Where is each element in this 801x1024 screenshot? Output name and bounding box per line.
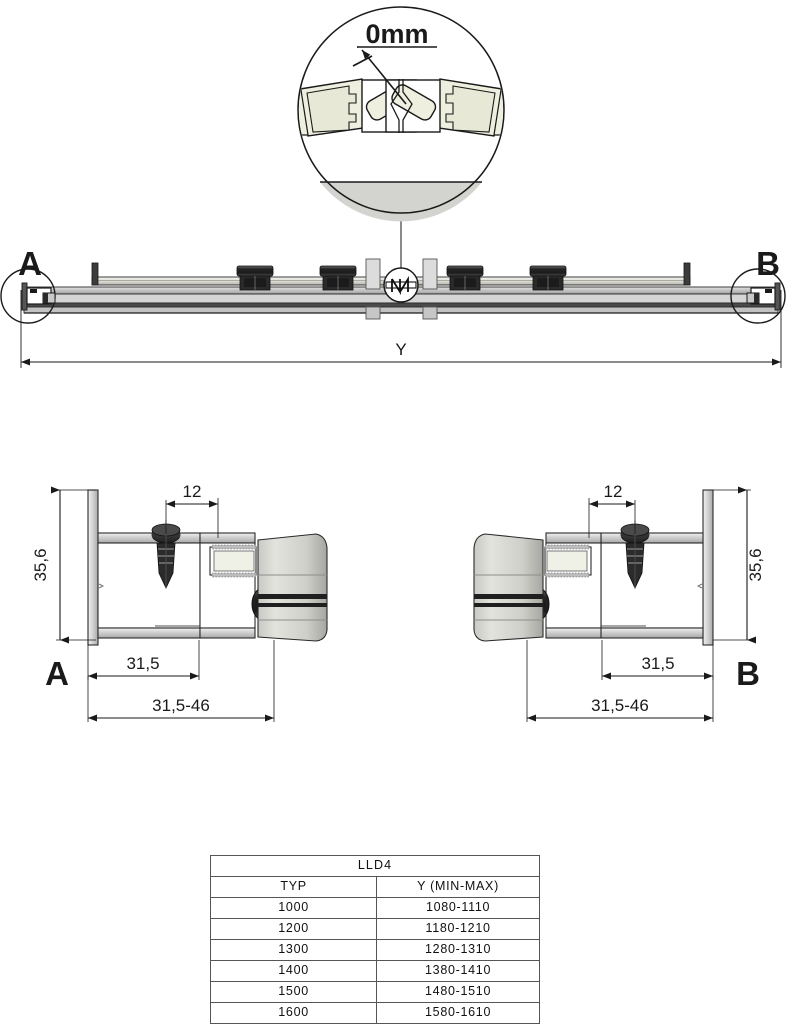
cell-typ: 1500 (209, 981, 378, 1003)
wall-profile-left (21, 282, 28, 311)
bottom-flange-b (600, 627, 704, 639)
detail-bottom-segment (320, 182, 482, 222)
dimension-label-315-46-a: 31,5-46 (152, 696, 210, 715)
spec-table-title-row: LLD4 (210, 855, 540, 877)
detail-circle-content (299, 78, 503, 137)
profile-chamber-b (544, 532, 602, 639)
cell-y-range: 1080-1110 (376, 897, 540, 919)
glass-panel-foot-left (365, 306, 381, 320)
wall-profile-a (87, 489, 201, 646)
roller-carriage (319, 265, 357, 291)
dimension-315-46-a: 31,5-46 (87, 640, 275, 722)
wall-profile-right (774, 282, 781, 311)
cell-y-range: 1580-1610 (376, 1002, 540, 1024)
cell-typ: 1400 (209, 960, 378, 982)
dimension-356-a: 35,6 (31, 486, 96, 644)
zero-mm-leader (361, 49, 407, 105)
zero-mm-label: 0mm (365, 19, 428, 49)
dimension-label-356-a: 35,6 (31, 548, 50, 581)
detail-circle-outline (297, 6, 505, 214)
table-row: 1200 1180-1210 (209, 918, 540, 940)
channel-body-a (97, 542, 201, 629)
wall-bracket-vertical-b (702, 489, 714, 646)
dimension-label-y: Y (395, 340, 406, 359)
cell-y-range: 1180-1210 (376, 918, 540, 940)
detail-circle-seal: 0mm (297, 6, 505, 268)
callout-letter-b: B (756, 245, 780, 282)
callout-letter-a: A (18, 245, 42, 282)
bottom-flange-a (97, 627, 201, 639)
spec-table-header-row: TYP Y (MIN-MAX) (209, 876, 540, 898)
dimension-315-a: 31,5 (87, 640, 200, 680)
spec-table-title: LLD4 (210, 855, 540, 877)
cell-typ: 1200 (209, 918, 378, 940)
glass-insert-b (546, 550, 588, 572)
profile-chamber-a (199, 532, 257, 639)
dimension-356-b: 35,6 (713, 486, 765, 644)
table-row: 1000 1080-1110 (209, 897, 540, 919)
dimension-label-315-46-b: 31,5-46 (591, 696, 649, 715)
detail-view-label-b: B (736, 655, 760, 692)
cell-y-range: 1280-1310 (376, 939, 540, 961)
glass-panel-edge-right (422, 258, 438, 290)
dimension-12-b: 12 (588, 482, 636, 538)
glass-insert-a (213, 550, 255, 572)
glass-panel-edge-left (365, 258, 381, 290)
cell-typ: 1600 (209, 1002, 378, 1024)
dimension-label-315-b: 31,5 (641, 654, 674, 673)
cell-y-range: 1380-1410 (376, 960, 540, 982)
dimension-label-12-b: 12 (604, 482, 623, 501)
table-row: 1400 1380-1410 (209, 960, 540, 982)
spec-table: LLD4 TYP Y (MIN-MAX) 1000 1080-1110 1200… (209, 855, 540, 1024)
top-flange-a (97, 532, 201, 544)
detail-view-label-a: A (45, 655, 69, 692)
main-elevation-view: A B (0, 245, 786, 368)
channel-body-b (600, 542, 704, 629)
roller-carriage-group (236, 265, 567, 291)
table-row: 1300 1280-1310 (209, 939, 540, 961)
zero-mm-tick (352, 55, 373, 67)
end-detail-circle-a (0, 268, 56, 324)
glass-panel-edge-group (365, 258, 438, 320)
center-detail-circle (383, 267, 419, 303)
cell-y-range: 1480-1510 (376, 981, 540, 1003)
dimension-label-356-b: 35,6 (746, 548, 765, 581)
table-row: 1500 1480-1510 (209, 981, 540, 1003)
door-end-cap-a (257, 533, 328, 642)
dimension-315-b: 31,5 (601, 640, 714, 680)
end-detail-circle-b (730, 268, 786, 324)
glass-panel-foot-right (422, 306, 438, 320)
detail-view-a: 12 35,6 A 31,5 31,5-46 (31, 482, 328, 722)
roller-carriage (446, 265, 484, 291)
cell-typ: 1300 (209, 939, 378, 961)
seal-profile-right (385, 78, 503, 137)
cell-typ: 1000 (209, 897, 378, 919)
dimension-12-a: 12 (165, 482, 219, 538)
dimension-315-46-b: 31,5-46 (526, 640, 714, 722)
detail-view-b: 12 35,6 B 31,5 31,5-46 (473, 482, 765, 722)
table-row: 1600 1580-1610 (209, 1002, 540, 1024)
wall-bracket-vertical-a (87, 489, 99, 646)
spec-table-header-typ: TYP (209, 876, 378, 898)
roller-carriage (236, 265, 274, 291)
wall-profile-b (600, 489, 714, 646)
top-flange-b (600, 532, 704, 544)
dimension-label-12-a: 12 (183, 482, 202, 501)
spec-table-body: LLD4 TYP Y (MIN-MAX) 1000 1080-1110 1200… (209, 855, 540, 1024)
dimension-y: Y (20, 290, 782, 368)
spec-table-header-y: Y (MIN-MAX) (376, 876, 540, 898)
door-end-cap-b (473, 533, 544, 642)
roller-carriage (529, 265, 567, 291)
dimension-label-315-a: 31,5 (126, 654, 159, 673)
